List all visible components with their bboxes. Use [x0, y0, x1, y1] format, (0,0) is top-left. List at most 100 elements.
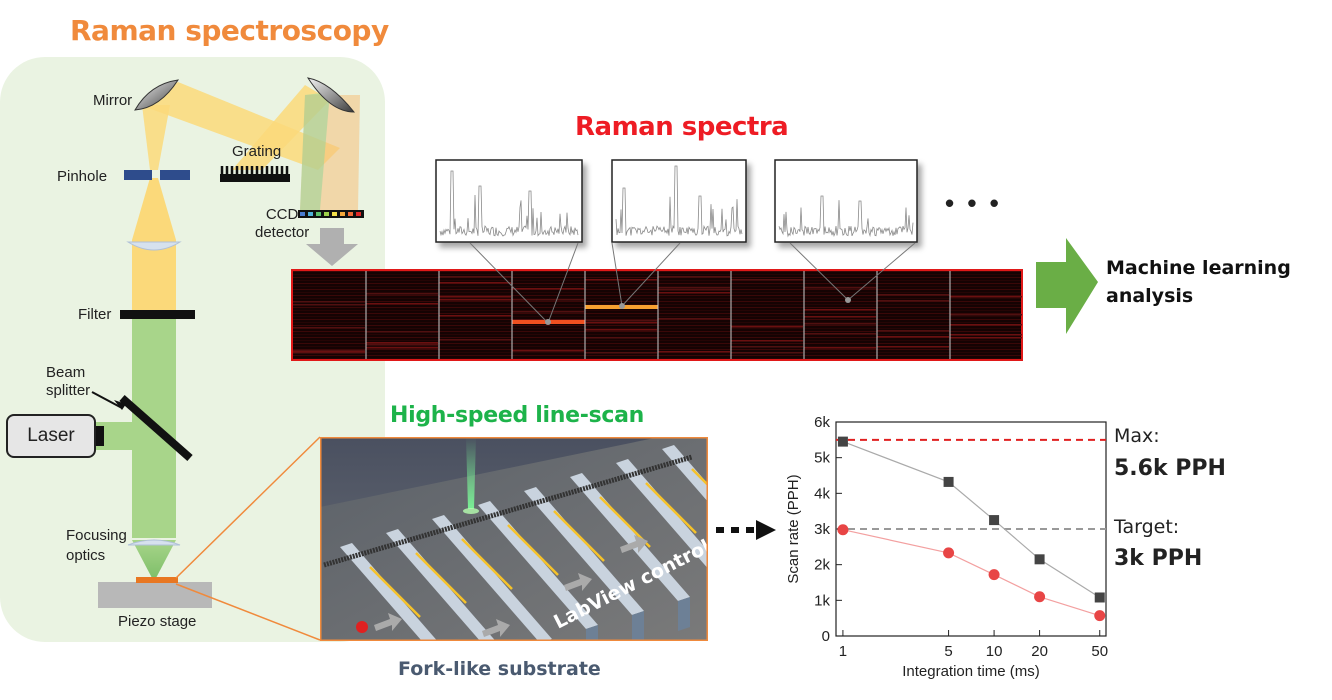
heatmap-row [950, 337, 1022, 339]
beam-mirror-to-grating [140, 82, 340, 170]
heatmap-row [512, 311, 584, 313]
start-dot [356, 621, 368, 633]
prong-top [616, 459, 708, 569]
data-point-square [1034, 554, 1045, 565]
heatmap-row [512, 299, 584, 301]
heatmap-row [293, 351, 365, 353]
heatmap-row [366, 303, 438, 305]
grating-label: Grating [232, 143, 282, 160]
heatmap-row [731, 326, 803, 328]
laser-spot-beam [466, 437, 476, 509]
data-point-square [989, 515, 1000, 526]
heatmap-row [804, 333, 876, 335]
spectroscopy-panel-bg [0, 57, 385, 642]
max-value: 5.6k PPH [1114, 456, 1226, 481]
nanowire-glow [369, 566, 421, 618]
heatmap-row [658, 318, 730, 320]
heatmap-row [293, 327, 365, 329]
laser-label: Laser [27, 425, 75, 446]
beam-to-filter [132, 240, 176, 310]
y-tick-label: 4k [814, 485, 830, 502]
prong-top [478, 501, 598, 629]
heatmap-row [585, 329, 657, 331]
x-tick-label: 20 [1031, 643, 1048, 660]
line-scan-heatmap [291, 269, 1023, 361]
grating [220, 166, 290, 182]
nanowire-glow [461, 538, 513, 590]
zoom-line-top [175, 436, 321, 579]
prong-top [386, 529, 496, 641]
x-tick-label: 50 [1091, 643, 1108, 660]
heatmap-row [439, 276, 511, 278]
heatmap-row [804, 323, 876, 325]
ml-analysis-label: Machine learning analysis [1106, 257, 1291, 307]
heatmap-row [366, 331, 438, 333]
y-tick-label: 6k [814, 414, 830, 431]
heatmap-row [439, 299, 511, 301]
heatmap-row [585, 352, 657, 354]
piezo-stage-label: Piezo stage [118, 613, 197, 630]
data-point-square [943, 476, 954, 487]
heatmap-row [658, 287, 730, 289]
nanowire-glow [645, 482, 697, 534]
mirror-1 [134, 79, 180, 111]
heatmap-row [950, 296, 1022, 298]
heatmap-row [804, 309, 876, 311]
heatmap-row [950, 334, 1022, 336]
y-tick-label: 1k [814, 592, 830, 609]
nanowire-chain [323, 454, 693, 568]
beam-laser-horizontal [96, 422, 156, 450]
heatmap-row [877, 346, 949, 348]
fork-substrate-label: Fork-like substrate [398, 658, 601, 680]
heatmap-row [731, 279, 803, 281]
heatmap-row [877, 330, 949, 332]
heatmap-row [512, 288, 584, 290]
data-point-circle [837, 524, 849, 536]
sample-on-stage [136, 577, 178, 583]
spectrum-box-2 [611, 159, 747, 243]
data-point-circle [1034, 591, 1046, 603]
heatmap-row [293, 350, 365, 352]
pinhole-right [160, 170, 190, 180]
ccd-detector [298, 210, 364, 218]
y-axis-label: Scan rate (PPH) [785, 474, 802, 583]
heatmap-row [293, 301, 365, 303]
beam-splitter [119, 395, 193, 461]
heatmap-row [731, 340, 803, 342]
y-tick-label: 2k [814, 557, 830, 574]
more-spectra-ellipsis: • • • [945, 188, 1002, 218]
laser-box: Laser [6, 414, 96, 458]
prong-side [586, 625, 598, 641]
spectrum-box-3 [774, 159, 918, 243]
fork-prongs [340, 445, 708, 641]
zoom-line-bottom [175, 583, 321, 641]
heatmap-row [512, 350, 584, 352]
heatmap-row [585, 337, 657, 339]
spectrum-box-1 [435, 159, 583, 243]
beam-below-pinhole [132, 178, 176, 240]
heatmap-row [439, 315, 511, 317]
data-point-square [1094, 592, 1105, 603]
lens-lower [127, 539, 181, 546]
heatmap-row [804, 347, 876, 349]
pinhole-label: Pinhole [57, 168, 108, 185]
heatmap-row [658, 276, 730, 278]
prong-top [524, 487, 644, 615]
heatmap-row [658, 292, 730, 294]
data-point-circle [988, 569, 1000, 581]
raman-spectroscopy-title: Raman spectroscopy [70, 14, 389, 47]
focusing-optics-label: Focusing optics [66, 527, 127, 564]
prong-top [570, 473, 690, 601]
beam-vertical-top [142, 105, 170, 170]
heatmap-row [366, 344, 438, 346]
mirror-2 [306, 77, 356, 113]
heatmap-row [585, 320, 657, 322]
beam-splitter-pointer [91, 391, 123, 409]
data-point-circle [943, 547, 955, 559]
heatmap-row [439, 296, 511, 298]
filter-label: Filter [78, 306, 112, 323]
heatmap-row [877, 336, 949, 338]
data-point-square [837, 436, 848, 447]
